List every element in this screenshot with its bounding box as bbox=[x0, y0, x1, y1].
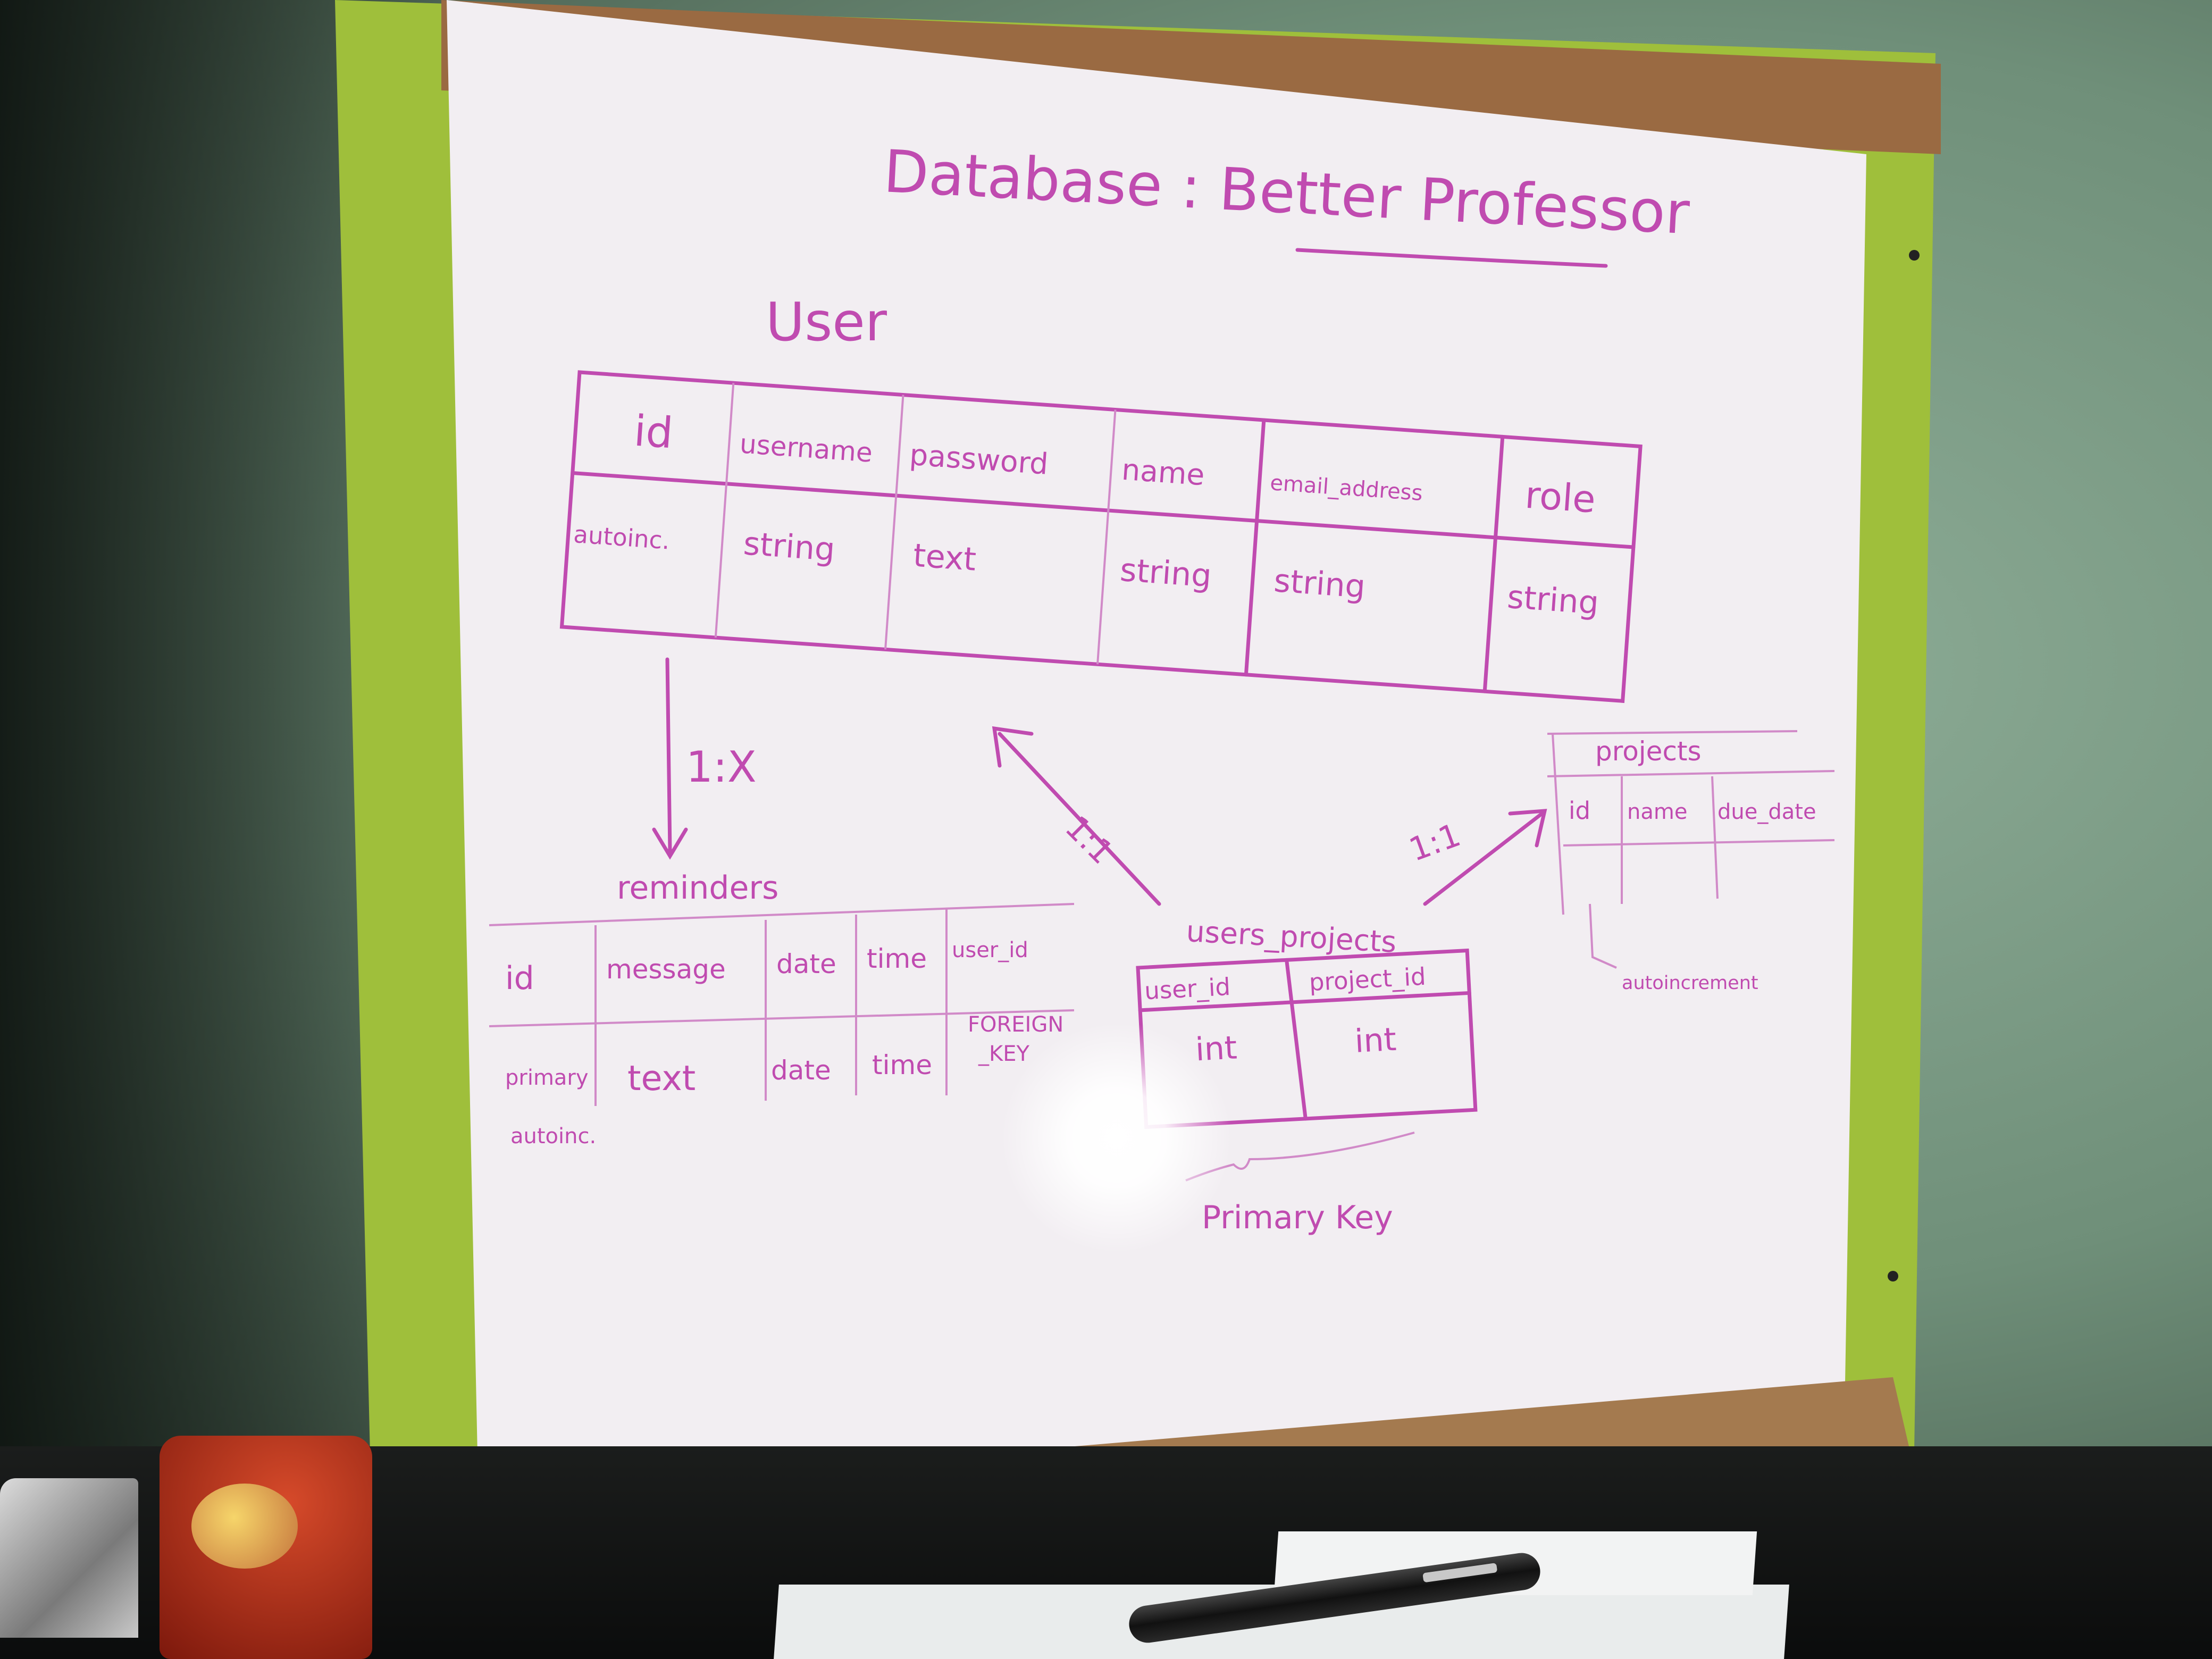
arrow-users-projects-projects bbox=[1423, 811, 1544, 906]
arrow-users-projects-user-head bbox=[992, 726, 1034, 768]
user-col-divider bbox=[714, 383, 735, 638]
reminders-type-date: date bbox=[771, 1055, 831, 1086]
pen-clip bbox=[1422, 1563, 1498, 1583]
user-table-border bbox=[559, 370, 1643, 703]
reminders-type-time: time bbox=[872, 1050, 932, 1080]
reminders-col-message: message bbox=[606, 954, 726, 985]
reminders-title: reminders bbox=[617, 869, 778, 907]
user-table: id username password name email_address … bbox=[559, 370, 1643, 703]
projects-header-divider bbox=[1547, 770, 1835, 777]
rel-user-reminders: 1:X bbox=[686, 742, 757, 792]
reminders-type-id-2: autoinc. bbox=[510, 1124, 596, 1149]
user-col-divider bbox=[1096, 409, 1117, 665]
users-projects-col-divider bbox=[1285, 958, 1308, 1121]
arrow-users-projects-user bbox=[998, 732, 1161, 906]
user-type-name: string bbox=[1119, 551, 1213, 595]
screw bbox=[1888, 1271, 1898, 1281]
user-type-id: autoinc. bbox=[573, 520, 671, 555]
projects-col-due-date: due_date bbox=[1717, 800, 1816, 824]
reminders-type-id: primary bbox=[505, 1066, 589, 1090]
user-type-password: text bbox=[912, 537, 977, 579]
user-type-role: string bbox=[1506, 579, 1600, 622]
users-projects-col-user-id: user_id bbox=[1144, 973, 1231, 1005]
reminders-table: id message date time user_id primary aut… bbox=[489, 903, 1075, 1149]
board-surface bbox=[447, 0, 1866, 1505]
projects-col-divider bbox=[1711, 776, 1719, 899]
user-type-email: string bbox=[1272, 562, 1367, 606]
user-col-role: role bbox=[1523, 473, 1597, 522]
projects-note: autoincrement bbox=[1622, 973, 1758, 994]
user-col-divider bbox=[884, 395, 904, 650]
arrow-user-reminders-head bbox=[652, 827, 688, 860]
users-projects-col-project-id: project_id bbox=[1309, 962, 1427, 996]
user-type-username: string bbox=[742, 525, 836, 568]
reminders-col-time: time bbox=[867, 943, 927, 974]
user-col-divider bbox=[1482, 434, 1505, 693]
projects-col-id: id bbox=[1569, 797, 1590, 825]
user-col-name: name bbox=[1121, 453, 1206, 492]
jar-label bbox=[191, 1484, 298, 1569]
projects-title: projects bbox=[1595, 736, 1702, 767]
screw bbox=[1909, 250, 1920, 261]
jar bbox=[160, 1436, 372, 1659]
user-table-header-divider bbox=[571, 471, 1636, 549]
reminders-header-divider bbox=[489, 1009, 1075, 1027]
reminders-type-message: text bbox=[627, 1059, 696, 1099]
reminders-col-date: date bbox=[776, 949, 836, 979]
projects-top-border bbox=[1547, 730, 1798, 735]
user-table-title: User bbox=[766, 291, 887, 353]
projects-body-divider bbox=[1563, 839, 1835, 847]
title-underline bbox=[1295, 248, 1608, 268]
user-col-divider bbox=[1244, 418, 1266, 677]
projects-note-connector bbox=[1589, 903, 1617, 969]
projects-table: id name due_date bbox=[1547, 730, 1835, 915]
reminders-col-id: id bbox=[505, 960, 534, 997]
reminders-type-user-id-2: _KEY bbox=[978, 1042, 1030, 1066]
primary-key-note: Primary Key bbox=[1202, 1199, 1393, 1236]
projects-col-name: name bbox=[1627, 800, 1687, 824]
users-projects-type-project-id: int bbox=[1354, 1021, 1397, 1060]
board-frame-wood-top bbox=[441, 0, 1941, 154]
reminders-col-user-id: user_id bbox=[952, 938, 1028, 962]
camera-flash-glare bbox=[1000, 1021, 1234, 1255]
reminders-top-border bbox=[489, 903, 1075, 926]
foil-wrapper bbox=[0, 1478, 138, 1638]
projects-left-border bbox=[1552, 733, 1564, 915]
user-col-id: id bbox=[632, 406, 674, 458]
users-projects-header-divider bbox=[1138, 991, 1471, 1012]
arrow-users-projects-projects-head bbox=[1508, 809, 1547, 848]
reminders-type-user-id: FOREIGN bbox=[968, 1012, 1063, 1037]
arrow-user-reminders bbox=[665, 657, 672, 853]
